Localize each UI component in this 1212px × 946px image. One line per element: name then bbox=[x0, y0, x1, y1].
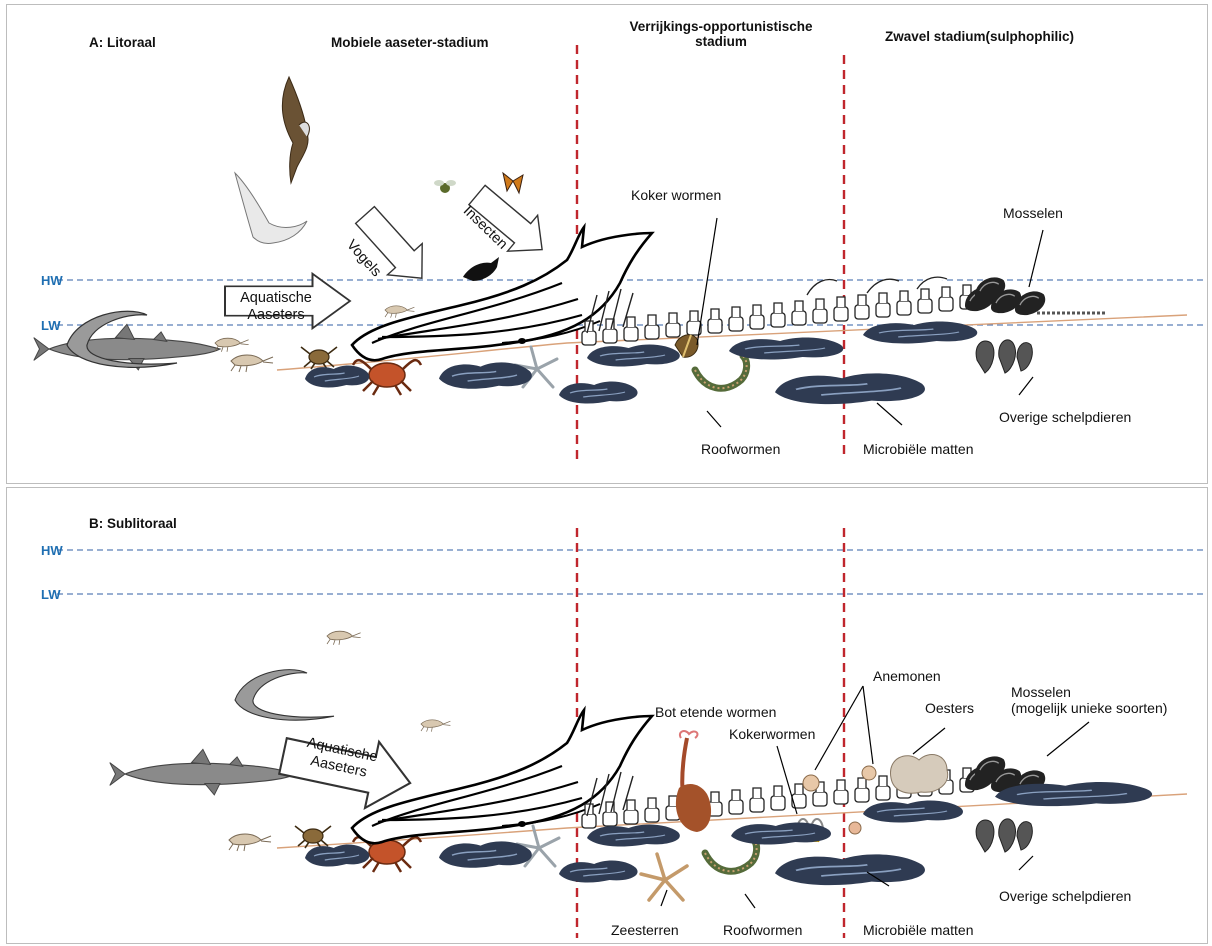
anemones-label: Anemonen bbox=[873, 668, 941, 684]
shrimp-icon bbox=[231, 355, 273, 372]
lw-label: LW bbox=[41, 318, 61, 333]
small-crab-icon bbox=[295, 826, 331, 848]
oyster-icon bbox=[890, 755, 947, 794]
tube-worms-label: Koker wormen bbox=[631, 187, 721, 203]
other-shellfish-label: Overige schelpdieren bbox=[999, 888, 1131, 904]
eel-icon bbox=[235, 670, 334, 720]
predatory-worms-label: Roofwormen bbox=[701, 441, 780, 457]
microbial-mats-label: Microbiële matten bbox=[863, 441, 974, 457]
shark-icon bbox=[110, 749, 296, 795]
fly-icon bbox=[434, 180, 456, 193]
shrimp-icon bbox=[385, 306, 414, 318]
shrimp-icon bbox=[327, 631, 361, 645]
hw-label: HW bbox=[41, 543, 63, 558]
predatory-worm-icon bbox=[705, 839, 757, 871]
starfish-label: Zeesterren bbox=[611, 922, 679, 938]
other-shellfish-icon bbox=[976, 340, 1032, 373]
lw-label: LW bbox=[41, 587, 61, 602]
other-shellfish-label: Overige schelpdieren bbox=[999, 409, 1131, 425]
stage-sulphophilic: Zwavel stadium(sulphophilic) bbox=[885, 29, 1074, 44]
stage-enrichment-line-2: stadium bbox=[611, 34, 831, 49]
aquatic-scavengers-line-2: Aaseters bbox=[231, 307, 321, 324]
predatory-worm-icon bbox=[695, 356, 747, 388]
mussels-label: Mosselen bbox=[1003, 205, 1063, 221]
eagle-icon bbox=[282, 77, 309, 183]
mussels-label: Mosselen (mogelijk unieke soorten) bbox=[1011, 684, 1167, 716]
small-crab-icon bbox=[301, 347, 337, 369]
panel-a-title: A: Litoraal bbox=[89, 35, 156, 50]
aquatic-scavengers-label: Aquatische Aaseters bbox=[231, 290, 321, 324]
shrimp-icon bbox=[229, 834, 271, 851]
gull-icon bbox=[235, 173, 307, 244]
oysters-label: Oesters bbox=[925, 700, 974, 716]
panel-litoral: A: Litoraal Mobiele aaseter-stadium Verr… bbox=[6, 4, 1208, 484]
shrimp-icon bbox=[215, 338, 249, 352]
stage-enrichment-line-1: Verrijkings-opportunistische bbox=[611, 19, 831, 34]
stage-mobile-scavenger: Mobiele aaseter-stadium bbox=[331, 35, 489, 50]
aquatic-scavengers-line-1: Aquatische bbox=[231, 290, 321, 307]
hw-label: HW bbox=[41, 273, 63, 288]
other-shellfish-icon bbox=[976, 819, 1032, 852]
tube-worms-label: Kokerwormen bbox=[729, 726, 815, 742]
starfish-icon bbox=[641, 854, 687, 900]
shrimp-icon bbox=[421, 720, 450, 732]
bone-eating-worm-icon bbox=[676, 731, 711, 832]
crow-icon bbox=[463, 257, 499, 281]
panel-sublitoral: B: Sublitoraal HW LW Aquatische Aaseters… bbox=[6, 487, 1208, 944]
butterfly-icon bbox=[503, 173, 523, 193]
microbial-mats-label: Microbiële matten bbox=[863, 922, 974, 938]
bone-eating-worms-label: Bot etende wormen bbox=[655, 704, 776, 720]
panel-b-title: B: Sublitoraal bbox=[89, 516, 177, 531]
stage-enrichment-heading: Verrijkings-opportunistische stadium bbox=[611, 19, 831, 49]
predatory-worms-label: Roofwormen bbox=[723, 922, 802, 938]
mussels-label-line-1: Mosselen bbox=[1011, 684, 1167, 700]
mussels-label-line-2: (mogelijk unieke soorten) bbox=[1011, 700, 1167, 716]
